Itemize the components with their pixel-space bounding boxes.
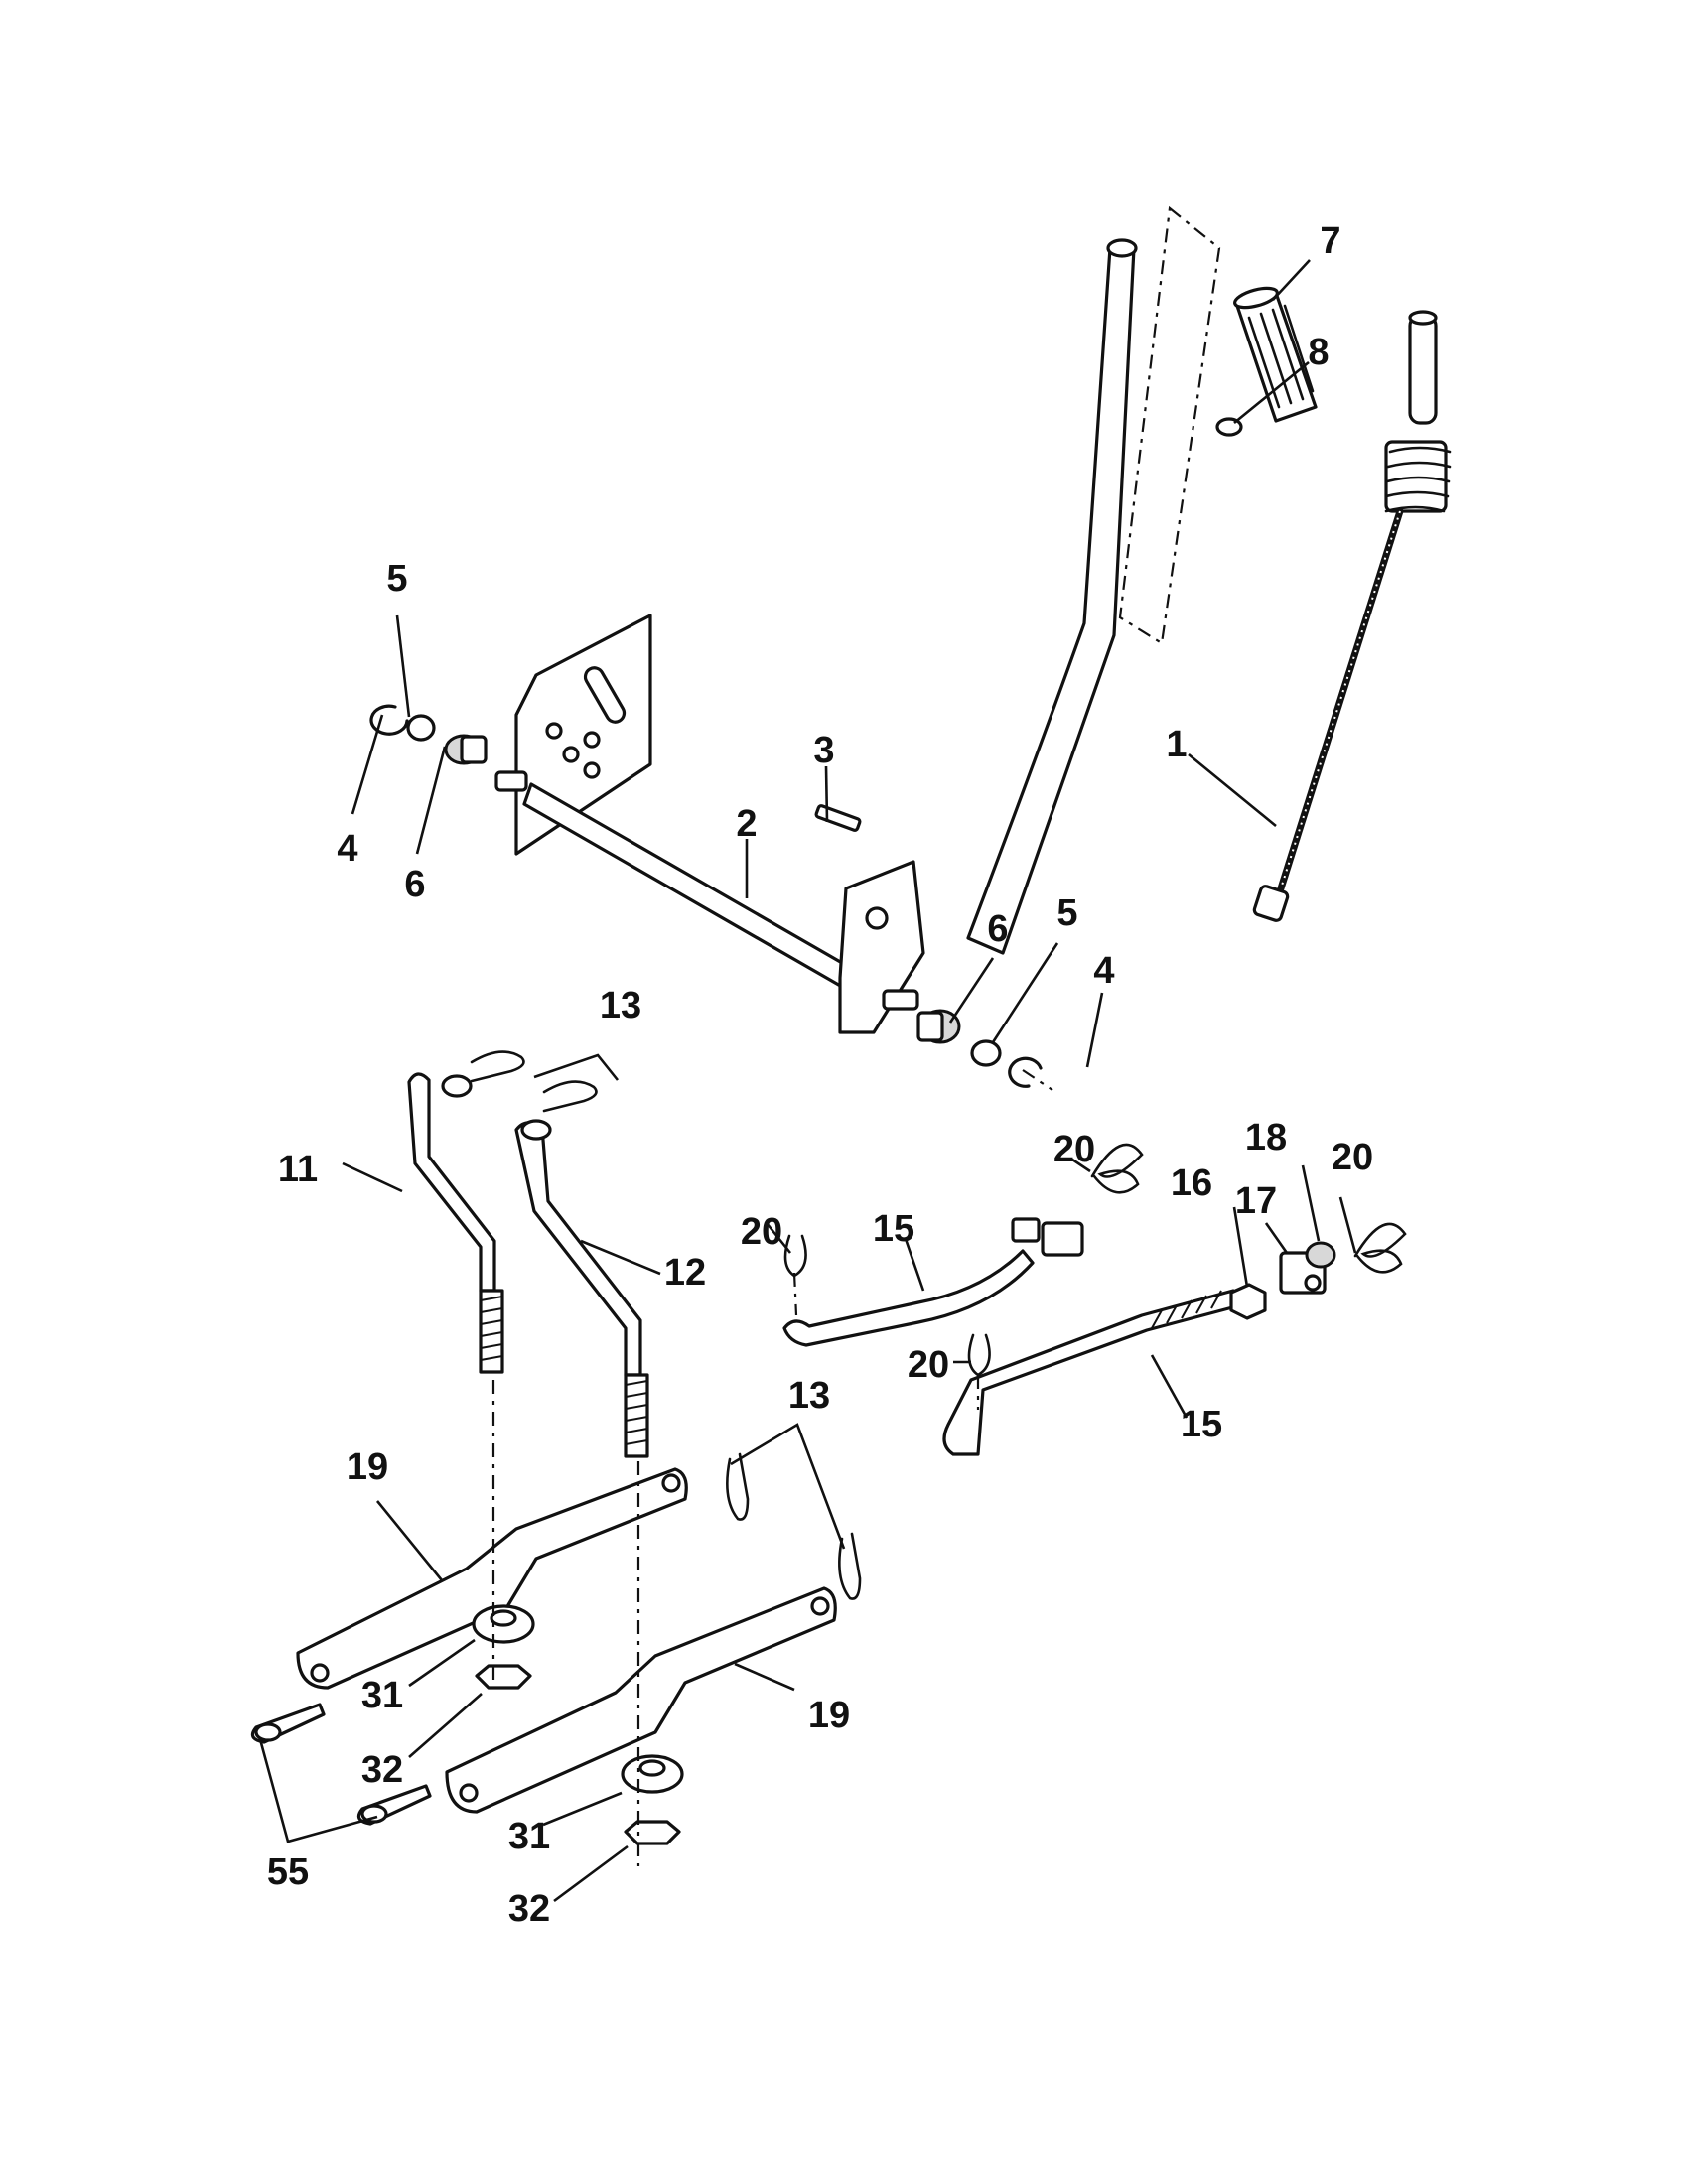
part-19-arm-lower xyxy=(445,1586,837,1814)
part-15-rod-upper xyxy=(782,1217,1084,1347)
callout-6-left: 6 xyxy=(404,864,425,905)
part-12-link xyxy=(514,1119,649,1458)
callout-5-right: 5 xyxy=(1056,892,1077,934)
callout-7: 7 xyxy=(1320,220,1340,262)
leader-lines xyxy=(258,259,1357,1903)
part-7-grip xyxy=(1233,286,1318,423)
callout-4-right: 4 xyxy=(1093,950,1114,992)
part-55-cotter-pins xyxy=(250,1703,432,1826)
callout-20-d: 20 xyxy=(908,1344,949,1386)
callout-18: 18 xyxy=(1245,1117,1287,1159)
callout-32-lower: 32 xyxy=(508,1888,550,1930)
callout-3: 3 xyxy=(813,730,834,771)
parts-31-32 xyxy=(472,1604,684,1845)
part-11-link xyxy=(407,1072,504,1374)
parts-16-17-18 xyxy=(1229,1241,1336,1320)
callout-20-c: 20 xyxy=(1332,1137,1373,1178)
callout-4-left: 4 xyxy=(337,828,357,870)
part-19-arm-upper xyxy=(296,1467,688,1690)
part-1-rod xyxy=(1252,310,1452,922)
callout-13-bottom: 13 xyxy=(788,1375,830,1417)
part-3-key xyxy=(814,804,862,832)
callout-15-upper: 15 xyxy=(873,1208,914,1250)
center-lines xyxy=(491,1069,1053,1866)
callout-6-right: 6 xyxy=(987,908,1008,950)
left-bushing-set xyxy=(369,704,488,765)
callout-11: 11 xyxy=(278,1149,318,1190)
callouts: 1 2 3 4 4 5 5 6 6 7 8 11 12 13 13 15 15 … xyxy=(267,220,1373,1930)
callout-32-upper: 32 xyxy=(361,1749,403,1791)
callout-2: 2 xyxy=(736,803,757,845)
callout-20-b: 20 xyxy=(741,1211,782,1253)
part-2-lever xyxy=(494,238,1138,1034)
callout-1: 1 xyxy=(1166,724,1187,765)
phantom-grip xyxy=(1118,205,1221,645)
callout-8: 8 xyxy=(1308,332,1329,373)
callout-17: 17 xyxy=(1235,1180,1277,1222)
part-13-clips xyxy=(470,1050,862,1600)
callout-31-upper: 31 xyxy=(361,1675,403,1716)
callout-20-a: 20 xyxy=(1053,1129,1095,1170)
callout-19-upper: 19 xyxy=(347,1446,388,1488)
callout-12: 12 xyxy=(664,1252,706,1294)
right-bushing-set xyxy=(916,1009,1043,1088)
callout-5-left: 5 xyxy=(386,558,407,600)
callout-19-lower: 19 xyxy=(808,1695,850,1736)
callout-16: 16 xyxy=(1171,1162,1212,1204)
callout-31-lower: 31 xyxy=(508,1816,550,1857)
callout-55: 55 xyxy=(267,1851,309,1893)
callout-13-top: 13 xyxy=(600,985,641,1026)
callout-15-lower: 15 xyxy=(1181,1404,1222,1445)
